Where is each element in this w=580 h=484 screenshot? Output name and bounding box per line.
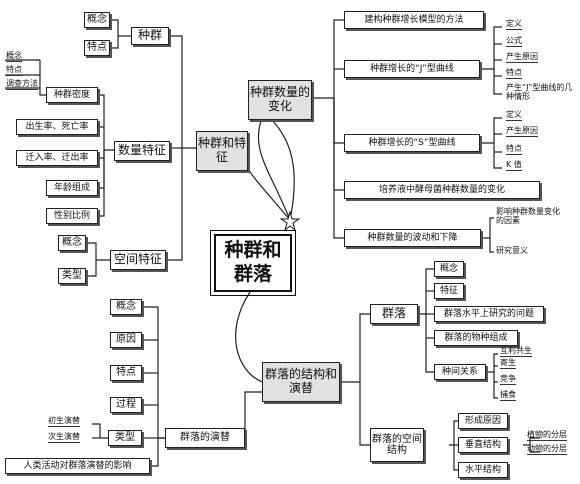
- j-formula: 公式: [506, 36, 522, 47]
- fluctuation-decline[interactable]: 种群数量的波动和下降: [344, 229, 481, 247]
- animal-layering: 动物的分层: [527, 444, 567, 455]
- population-root[interactable]: 种群和特征: [196, 131, 248, 171]
- s-definition: 定义: [506, 110, 522, 121]
- j-feature: 特点: [506, 68, 522, 79]
- population-concept[interactable]: 概念: [84, 12, 110, 28]
- relation-predation: 捕食: [500, 390, 516, 401]
- community-level-questions[interactable]: 群落水平上研究的问题: [434, 306, 544, 322]
- s-k-value: K 值: [506, 160, 522, 171]
- center-title[interactable]: 种群和群落: [210, 230, 296, 296]
- j-cause: 产生原因: [506, 52, 538, 63]
- s-cause: 产生原因: [506, 126, 538, 137]
- population-feature[interactable]: 特点: [84, 40, 110, 56]
- vertical-structure[interactable]: 垂直结构: [458, 437, 508, 453]
- secondary-succession: 次生演替: [48, 432, 80, 443]
- interspecific-relations[interactable]: 种间关系: [434, 364, 486, 380]
- primary-succession: 初生演替: [48, 416, 80, 427]
- j-definition: 定义: [506, 19, 522, 30]
- succession-node[interactable]: 群落的演替: [165, 428, 245, 448]
- s-feature: 特点: [506, 144, 522, 155]
- succession-cause[interactable]: 原因: [110, 332, 142, 348]
- star-icon: [279, 210, 301, 232]
- density-node[interactable]: 种群密度: [46, 87, 98, 103]
- formation-cause[interactable]: 形成原因: [458, 413, 508, 429]
- age-structure[interactable]: 年龄组成: [46, 180, 98, 196]
- community-concept[interactable]: 概念: [434, 261, 464, 277]
- immigration-emigration-rate[interactable]: 迁入率、迁出率: [16, 150, 98, 166]
- succession-process[interactable]: 过程: [110, 397, 142, 413]
- horizontal-structure[interactable]: 水平结构: [458, 462, 508, 478]
- spatial-feature-node[interactable]: 空间特征: [110, 250, 166, 270]
- spatial-type[interactable]: 类型: [58, 268, 86, 284]
- community-spatial-structure[interactable]: 群落的空间结构: [370, 428, 424, 462]
- relation-competition: 竞争: [500, 374, 516, 385]
- wave-factors: 影响种群数量变化的因素: [496, 207, 560, 225]
- wave-significance: 研究意义: [496, 246, 528, 255]
- relation-parasitism: 寄生: [500, 358, 516, 369]
- succession-feature[interactable]: 特点: [110, 365, 142, 381]
- density-survey-method: 调查方法: [6, 79, 38, 90]
- human-activity-impact[interactable]: 人类活动对群落演替的影响: [5, 458, 150, 474]
- s-curve[interactable]: 种群增长的“S”型曲线: [344, 134, 480, 152]
- density-feature: 特点: [6, 65, 22, 76]
- population-node[interactable]: 种群: [131, 27, 169, 45]
- sex-ratio[interactable]: 性别比例: [46, 208, 98, 224]
- community-feature[interactable]: 特征: [434, 283, 464, 299]
- spatial-concept[interactable]: 概念: [58, 235, 86, 251]
- yeast-culture[interactable]: 培养液中酵母菌种群数量的变化: [344, 181, 540, 199]
- density-concept: 概念: [6, 51, 22, 62]
- j-curve[interactable]: 种群增长的“J”型曲线: [344, 60, 480, 78]
- relation-mutualism: 互利共生: [500, 346, 532, 357]
- community-root[interactable]: 群落的结构和演替: [262, 362, 340, 402]
- succession-type[interactable]: 类型: [108, 430, 142, 446]
- model-method[interactable]: 建构种群增长模型的方法: [344, 11, 484, 29]
- succession-concept[interactable]: 概念: [110, 299, 142, 315]
- species-composition[interactable]: 群落的物种组成: [434, 330, 518, 346]
- birth-death-rate[interactable]: 出生率、死亡率: [16, 119, 98, 135]
- quantity-change-root[interactable]: 种群数量的变化: [248, 80, 312, 120]
- community-node[interactable]: 群落: [370, 304, 418, 324]
- plant-layering: 植物的分层: [527, 430, 567, 441]
- quantity-feature-node[interactable]: 数量特征: [114, 141, 170, 161]
- j-situations: 产生“J”型曲线的几种情形: [506, 83, 573, 101]
